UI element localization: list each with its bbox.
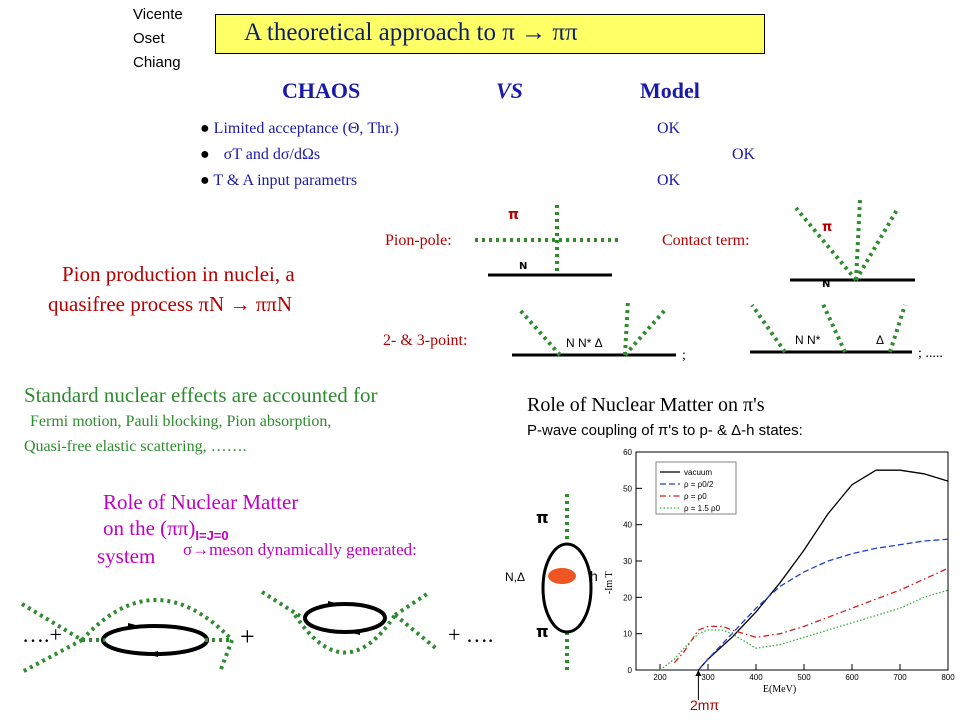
pion-production-line2: quasifree process πN → ππN <box>48 292 293 316</box>
x-axis-label: E(MeV) <box>763 684 796 695</box>
series-line-3 <box>673 567 949 664</box>
separator-1: ; <box>682 348 686 363</box>
x-tick-label: 300 <box>701 673 715 682</box>
contact-term-label: Contact term: <box>662 232 750 249</box>
role-pions-heading: Role of Nuclear Matter on π's <box>527 394 765 416</box>
author-oset: Oset <box>133 30 165 47</box>
y-tick-label: 60 <box>623 448 632 457</box>
comparison-row: ● σT and dσ/dΩs <box>200 146 320 164</box>
y-tick-label: 10 <box>623 630 632 639</box>
author-vicente: Vicente <box>133 6 183 23</box>
three-point-diagram <box>750 301 912 354</box>
y-tick-label: 50 <box>623 484 632 493</box>
nuclear-effects-heading: Standard nuclear effects are accounted f… <box>24 383 378 407</box>
bubble-chain-diagram <box>20 590 440 674</box>
nuclear-loop-diagram <box>541 494 593 672</box>
contact-term-diagram <box>790 199 915 282</box>
y-tick-label: 0 <box>628 666 633 675</box>
nuclear-effects-line1: Fermi motion, Pauli blocking, Pion absor… <box>30 413 332 430</box>
threshold-arrow-head <box>695 670 702 676</box>
model-label: Model <box>640 78 700 103</box>
legend-entry: ρ = ρ0/2 <box>684 480 714 489</box>
y-tick-label: 30 <box>623 557 632 566</box>
bullet: ● <box>200 120 210 137</box>
im-t-graph-svg: 0 10 20 30 40 50 60 200 300 400 500 600 700 800E(MeV)… <box>604 448 955 700</box>
x-tick-label: 700 <box>893 673 907 682</box>
x-tick-label: 800 <box>941 673 955 682</box>
vs-label: VS <box>496 78 523 103</box>
x-tick-label: 600 <box>845 673 859 682</box>
legend-box <box>655 461 737 515</box>
role-pions-subheading: P-wave coupling of π's to p- & Δ-h state… <box>527 422 803 439</box>
title-box: A theoretical approach to π → ππ <box>215 14 765 54</box>
contact-term-pi-label: π <box>822 220 833 235</box>
series-line-4 <box>659 589 949 671</box>
pion-pole-diagram <box>475 205 620 277</box>
role-pipi-line2: on the (ππ)I=J=0 <box>103 516 229 543</box>
x-tick-label: 500 <box>797 673 811 682</box>
author-chiang: Chiang <box>133 54 181 71</box>
separator-2: ; ..... <box>918 346 943 361</box>
role-pipi-line1: Role of Nuclear Matter <box>103 490 299 514</box>
pion-pole-label: Pion-pole: <box>385 232 452 249</box>
chain-left-label: ….+ <box>22 622 62 647</box>
comparison-row-status: OK <box>657 172 681 189</box>
loop-bottom-pion-label: π <box>536 622 549 641</box>
role-pipi-line2-text: on the (ππ) <box>103 516 196 540</box>
y-axis-label: -Im T <box>604 571 615 594</box>
nuclear-effects-line2: Quasi-free elastic scattering, ……. <box>24 438 247 455</box>
comparison-row-text: Limited acceptance (Θ, Thr.) <box>213 120 399 137</box>
comparison-row-status: OK <box>732 146 756 163</box>
comparison-row: ● Limited acceptance (Θ, Thr.) <box>200 120 399 138</box>
nstar-label-2: N N* <box>795 333 821 347</box>
role-pipi-subscript: I=J=0 <box>195 528 229 544</box>
legend-entry: vacuum <box>684 468 712 477</box>
x-tick-label: 400 <box>749 673 763 682</box>
y-tick-label: 40 <box>623 521 632 530</box>
chain-right-label: + …. <box>448 622 494 647</box>
legend-entry: ρ = ρ0 <box>684 492 707 501</box>
comparison-row: ● T & A input parametrs <box>200 172 357 190</box>
nstar-delta-label: Δ <box>876 333 885 347</box>
bullet: ● <box>200 172 210 189</box>
comparison-row-status: OK <box>657 120 681 137</box>
two-three-point-label: 2- & 3-point: <box>383 332 468 349</box>
bullet: ● <box>200 146 210 163</box>
comparison-row-text: T & A input parametrs <box>213 172 358 189</box>
chaos-label: CHAOS <box>282 78 361 103</box>
pion-pole-pi-label: π <box>508 207 520 223</box>
comparison-row-text: σT and dσ/dΩs <box>223 146 321 163</box>
two-point-diagram <box>512 299 676 357</box>
contact-term-n-label: N <box>822 279 831 290</box>
y-tick-label: 20 <box>623 593 632 602</box>
loop-left-label: N,Δ <box>505 570 526 584</box>
loop-right-label: h <box>590 568 598 584</box>
pion-production-line1: Pion production in nuclei, a <box>62 262 295 286</box>
x-tick-label: 200 <box>653 673 667 682</box>
nstar-label-1: N N* Δ <box>566 336 603 350</box>
legend-entry: ρ = 1.5 ρ0 <box>684 504 721 513</box>
chain-middle-label: + <box>240 622 255 651</box>
loop-top-pion-label: π <box>536 508 549 527</box>
series-line-2 <box>697 538 949 671</box>
page-title: A theoretical approach to π → ππ <box>244 19 578 46</box>
pion-pole-n-label: N <box>519 261 528 272</box>
threshold-label: 2mπ <box>690 697 720 713</box>
series-line-1 <box>697 469 949 671</box>
role-pipi-line3: system <box>97 544 156 568</box>
role-pipi-line3-rest: σ→meson dynamically generated: <box>183 540 417 559</box>
